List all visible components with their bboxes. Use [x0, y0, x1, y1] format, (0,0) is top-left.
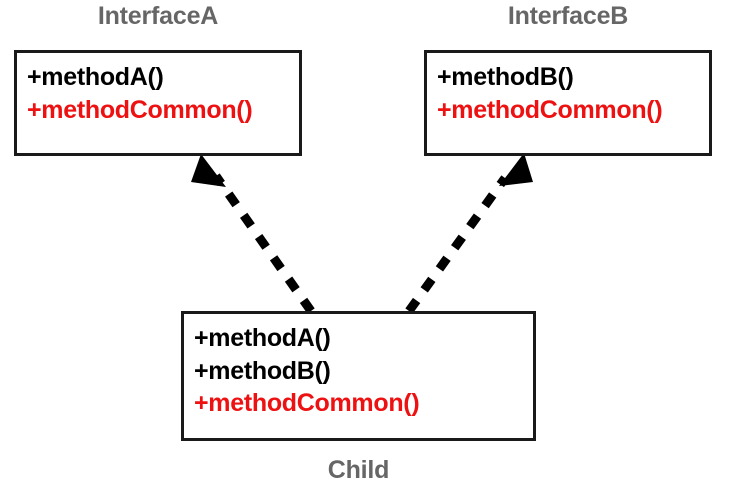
- method-row-common: +methodCommon(): [27, 95, 253, 124]
- solid-triangle-arrowhead-interfaceb: [499, 153, 533, 186]
- method-row: +methodA(): [27, 63, 164, 91]
- dashed-line-child-interfaceb: [405, 175, 509, 314]
- class-box-interface-a[interactable]: +methodA() +methodCommon(): [14, 50, 302, 156]
- solid-triangle-arrowhead-interfacea: [191, 154, 226, 187]
- class-box-interface-b[interactable]: +methodB() +methodCommon(): [424, 50, 712, 156]
- method-row: +methodA(): [194, 324, 331, 352]
- method-row: +methodB(): [194, 356, 331, 385]
- class-box-child[interactable]: +methodA() +methodB() +methodCommon(): [181, 311, 536, 441]
- dashed-line-child-interfacea: [212, 173, 315, 314]
- realization-arrow-child-to-interfaceb: [405, 153, 533, 314]
- realization-arrow-child-to-interfacea: [191, 154, 315, 314]
- method-row-common: +methodCommon(): [194, 389, 420, 417]
- method-row: +methodB(): [437, 63, 574, 91]
- method-row-common: +methodCommon(): [437, 95, 663, 124]
- class-title-interface-a: InterfaceA: [97, 2, 219, 30]
- class-title-child: Child: [327, 456, 390, 484]
- class-title-interface-b: InterfaceB: [507, 2, 629, 30]
